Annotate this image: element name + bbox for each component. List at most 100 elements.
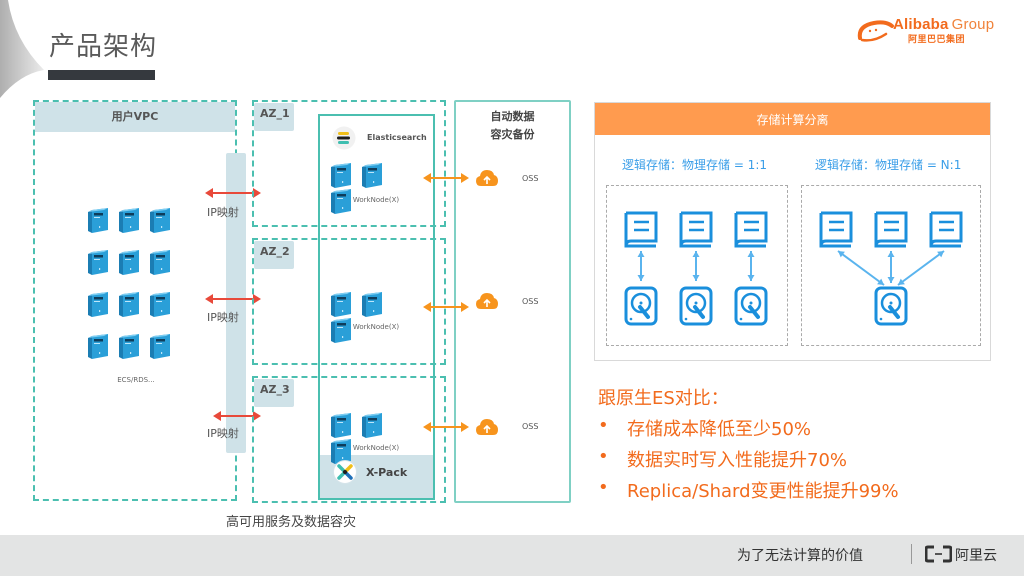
worknode-group-3 [331, 413, 421, 464]
architecture-caption: 高可用服务及数据容灾 [226, 515, 357, 530]
mapping-arrow [692, 251, 700, 281]
auto-backup-zone [454, 100, 571, 503]
backup-title: 自动数据 容灾备份 [456, 108, 569, 144]
logo-en: Alibaba [893, 16, 949, 33]
oss-cloud-icon-2 [476, 293, 498, 309]
backup-title-line2: 容灾备份 [490, 128, 535, 141]
oss-arrow-3 [423, 422, 469, 432]
vpc-server-icon [88, 208, 108, 233]
worknode-server-icon [362, 413, 382, 438]
physical-disk-icon [874, 286, 908, 326]
comparison-item-2: 数据实时写入性能提升70% [627, 450, 848, 471]
oss-label-2: OSS [522, 297, 539, 306]
mapping-arrow [637, 251, 645, 281]
oss-label-3: OSS [522, 422, 539, 431]
page-title: 产品架构 [49, 32, 158, 62]
oss-cloud-icon-3 [476, 419, 498, 435]
vpc-server-icon [119, 292, 139, 317]
worknode-label-2: WorkNode(X) [352, 323, 400, 331]
vpc-server-icon [119, 250, 139, 275]
worknode-server-icon [362, 163, 382, 188]
worknode-label-1: WorkNode(X) [352, 196, 400, 204]
vpc-server-icon [88, 334, 108, 359]
ratio-1-1-label: 逻辑存储：物理存储 = 1:1 [622, 158, 767, 172]
vpc-server-icon [150, 292, 170, 317]
ip-mapping-arrow-3 [213, 411, 261, 421]
logical-storage-book-icon [624, 211, 658, 248]
vpc-server-icon [88, 250, 108, 275]
worknode-group-1 [331, 163, 421, 214]
logo-group: Group [951, 16, 995, 33]
comparison-item-1: 存储成本降低至少50% [627, 419, 812, 440]
bullet-1: • [598, 415, 609, 436]
worknode-server-icon [331, 292, 351, 317]
oss-cloud-icon-1 [476, 170, 498, 186]
az-zone-3 [252, 376, 446, 503]
logo-cn: 阿里巴巴集团 [908, 35, 966, 45]
bullet-2: • [598, 446, 609, 467]
vpc-header [35, 102, 235, 132]
elasticsearch-logo-icon [332, 126, 356, 150]
oss-label-1: OSS [522, 174, 539, 183]
az-tag-3: AZ_3 [254, 379, 294, 407]
comparison-item-3: Replica/Shard变更性能提升99% [627, 481, 899, 502]
worknode-server-icon [331, 318, 351, 343]
title-underline [48, 70, 155, 80]
elasticsearch-label: Elasticsearch [367, 133, 427, 142]
worknode-server-icon [331, 163, 351, 188]
logical-storage-book-icon [734, 211, 768, 248]
decorative-swirl [0, 0, 44, 98]
ip-mapping-label-3: IP映射 [207, 427, 239, 440]
comparison-title: 跟原生ES对比： [598, 388, 729, 409]
logical-storage-book-icon [819, 211, 853, 248]
backup-title-line1: 自动数据 [490, 110, 535, 123]
az-tag-1: AZ_1 [254, 103, 294, 131]
ip-mapping-arrow-1 [205, 188, 261, 198]
vpc-server-icon [150, 250, 170, 275]
az-zone-1 [252, 100, 446, 227]
storage-panel-title: 存储计算分离 [756, 113, 829, 127]
footer [0, 535, 1024, 576]
aliyun-logo-icon [925, 545, 952, 563]
vpc-server-icon [150, 208, 170, 233]
worknode-label-3: WorkNode(X) [352, 444, 400, 452]
logical-storage-book-icon [679, 211, 713, 248]
az-label-2: AZ_2 [260, 245, 290, 258]
logical-storage-book-icon [874, 211, 908, 248]
physical-disk-icon [679, 286, 713, 326]
az-label-3: AZ_3 [260, 383, 290, 396]
worknode-server-icon [362, 292, 382, 317]
worknode-server-icon [331, 439, 351, 464]
xpack-label: X-Pack [366, 466, 408, 479]
worknode-server-icon [331, 413, 351, 438]
alibaba-logo-icon [857, 20, 894, 42]
az-label-1: AZ_1 [260, 107, 290, 120]
physical-disk-icon [624, 286, 658, 326]
storage-diagram [624, 211, 963, 326]
vpc-server-icon [119, 334, 139, 359]
vpc-server-icon [150, 334, 170, 359]
footer-slogan: 为了无法计算的价值 [737, 548, 863, 564]
vpc-server-icon [88, 292, 108, 317]
bullet-3: • [598, 477, 609, 498]
vpc-server-icon [119, 208, 139, 233]
vpc-server-grid [88, 208, 188, 368]
vpc-servers-label: ECS/RDS... [117, 376, 155, 384]
ratio-n-1-label: 逻辑存储：物理存储 = N:1 [815, 158, 962, 172]
footer-brand: 阿里云 [955, 548, 997, 564]
ip-mapping-arrow-2 [205, 294, 261, 304]
az-zone-2 [252, 238, 446, 365]
xpack-logo-icon [333, 460, 357, 484]
mapping-arrow [747, 251, 755, 281]
logical-storage-book-icon [929, 211, 963, 248]
mapping-arrow [887, 251, 895, 283]
oss-arrow-1 [423, 173, 469, 183]
worknode-server-icon [331, 189, 351, 214]
ip-mapping-label-1: IP映射 [207, 206, 239, 219]
mapping-arrow [837, 250, 885, 286]
worknode-group-2 [331, 292, 421, 343]
oss-arrow-2 [423, 302, 469, 312]
footer-separator [911, 544, 912, 564]
az-tag-2: AZ_2 [254, 241, 294, 269]
